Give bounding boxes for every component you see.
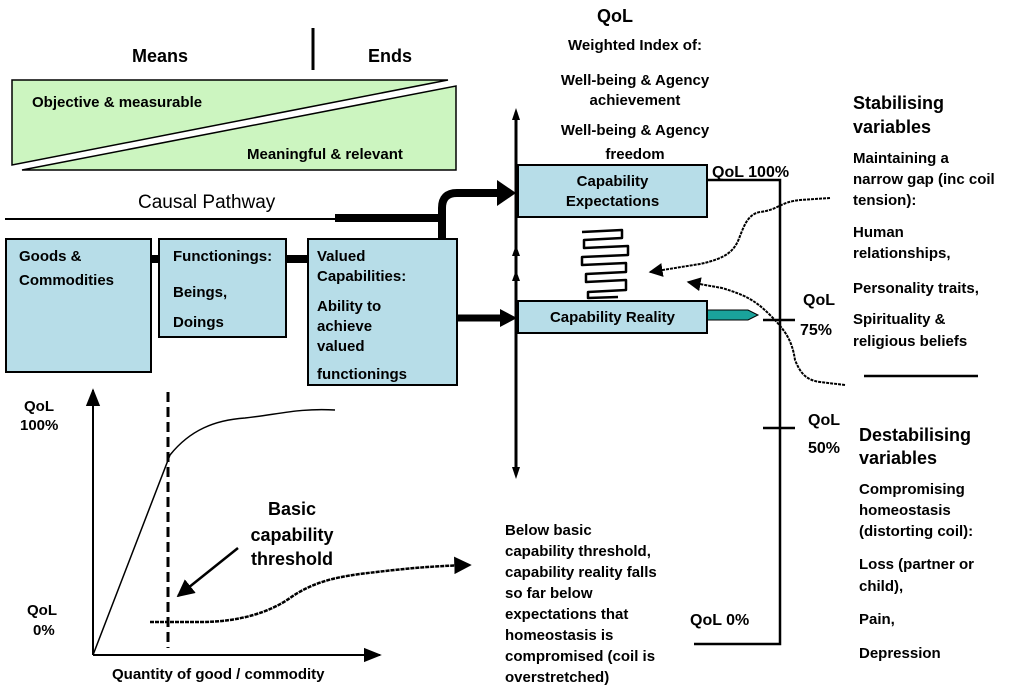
causal-pathway-label: Causal Pathway <box>138 192 276 213</box>
destabilising-comp-3: (distorting coil): <box>859 523 974 540</box>
stabilising-spirituality-2: religious beliefs <box>853 333 968 350</box>
qol-75-label-1: QoL <box>803 292 835 309</box>
stabilising-human-2: relationships, <box>853 245 951 262</box>
basic-threshold-2: capability <box>250 525 334 545</box>
ends-label: Ends <box>368 46 413 66</box>
ability-label-2: achieve <box>317 318 373 335</box>
qol-achievement-1: Well-being & Agency <box>560 72 710 89</box>
below-line-5: expectations that <box>505 606 629 623</box>
ability-label-4: functionings <box>317 366 407 383</box>
expectations-label-2: Expectations <box>565 193 660 210</box>
coil <box>580 228 630 300</box>
valued-capabilities-box: Valued Capabilities: Ability to achieve … <box>307 238 458 386</box>
beings-label: Beings, <box>173 284 228 301</box>
below-line-3: capability reality falls <box>505 564 657 581</box>
qol-scale <box>694 178 782 646</box>
below-line-1: Below basic <box>505 522 592 539</box>
stabilising-human-1: Human <box>853 224 904 241</box>
stabilising-title-1: Stabilising <box>853 93 945 113</box>
qol-freedom-2: freedom <box>605 146 665 163</box>
pathway-arrowhead <box>497 180 516 206</box>
qol-achievement-2: achievement <box>589 92 681 109</box>
objective-label: Objective & measurable <box>32 94 203 111</box>
qol-weighted: Weighted Index of: <box>568 37 702 54</box>
ability-label-1: Ability to <box>317 298 382 315</box>
capability-expectations-box: Capability Expectations <box>517 164 708 218</box>
reality-label: Capability Reality <box>549 309 676 326</box>
meaningful-label: Meaningful & relevant <box>247 146 403 163</box>
graph-qol-curve <box>92 408 336 656</box>
valued-label-2: Capabilities: <box>317 268 407 285</box>
qol-0-label: QoL 0% <box>690 612 750 629</box>
graph-y-top-2: 100% <box>20 417 59 434</box>
goods-label-1: Goods & <box>19 248 82 265</box>
basic-threshold-1: Basic <box>267 499 317 519</box>
doings-label: Doings <box>173 314 224 331</box>
qol-50-label-1: QoL <box>808 412 840 429</box>
goods-label-2: Commodities <box>19 272 115 289</box>
causal-wedge <box>335 214 440 222</box>
goods-box: Goods & Commodities <box>5 238 152 373</box>
qol-freedom-1: Well-being & Agency <box>560 122 710 139</box>
means-label: Means <box>132 46 189 66</box>
below-line-4: so far below <box>505 585 593 602</box>
teal-arrow <box>705 309 760 321</box>
destabilising-depression: Depression <box>859 645 941 662</box>
destabilising-loss-1: Loss (partner or <box>859 556 975 573</box>
threshold-pointer-arrow <box>176 547 239 598</box>
below-line-7: compromised (coil is <box>505 648 656 665</box>
stabilising-curve-lower <box>686 277 846 386</box>
functionings-label: Functionings: <box>173 248 273 265</box>
stabilising-title-2: variables <box>853 117 932 137</box>
capability-reality-box: Capability Reality <box>517 300 708 334</box>
stabilising-spirituality-1: Spirituality & <box>853 311 946 328</box>
graph-y-top-1: QoL <box>24 398 54 415</box>
expectations-label-1: Capability <box>576 173 649 190</box>
stabilising-gap-3: tension): <box>853 192 917 209</box>
below-line-2: capability threshold, <box>505 543 651 560</box>
threshold-reality-curve <box>150 556 472 624</box>
below-line-6: homeostasis is <box>505 627 614 644</box>
graph-y-bottom-1: QoL <box>27 602 57 619</box>
valued-label-1: Valued <box>317 248 366 265</box>
destabilising-pain: Pain, <box>859 611 895 628</box>
pathway-arrow-to-expectations <box>438 189 500 240</box>
objective-triangle <box>11 79 449 166</box>
qol-50-label-2: 50% <box>808 440 841 457</box>
stabilising-curve-upper <box>648 197 831 277</box>
stabilising-gap-1: Maintaining a <box>853 150 949 167</box>
meaningful-triangle <box>21 85 457 171</box>
destabilising-loss-2: child), <box>859 578 904 595</box>
stabilising-personality: Personality traits, <box>853 280 979 297</box>
qol-title: QoL <box>597 6 633 26</box>
basic-threshold-3: threshold <box>250 549 333 569</box>
below-line-8: overstretched) <box>505 669 610 686</box>
destabilising-comp-1: Compromising <box>859 481 965 498</box>
destabilising-title-1: Destabilising <box>859 425 972 445</box>
stabilising-gap-2: narrow gap (inc coil <box>853 171 995 188</box>
functionings-box: Functionings: Beings, Doings <box>158 238 287 338</box>
qol-75-label-2: 75% <box>800 322 833 339</box>
graph-x-label: Quantity of good / commodity <box>112 666 325 683</box>
ability-label-3: valued <box>317 338 365 355</box>
destabilising-title-2: variables <box>859 448 938 468</box>
destabilising-comp-2: homeostasis <box>859 502 951 519</box>
qol-100-label: QoL 100% <box>712 164 790 181</box>
graph-y-bottom-2: 0% <box>33 622 55 639</box>
